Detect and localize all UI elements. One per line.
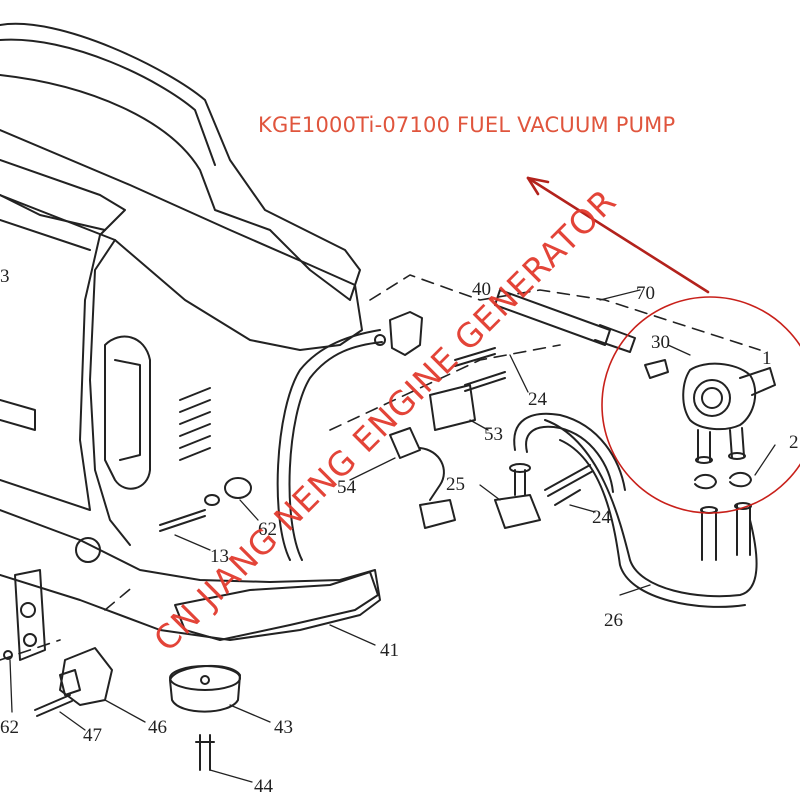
callout-24-upper: 24 (528, 389, 548, 410)
callout-30: 30 (651, 332, 670, 353)
callout-54: 54 (337, 477, 357, 498)
callout-47: 47 (83, 725, 102, 746)
part-26-hose (544, 419, 758, 598)
callout-1: 1 (762, 348, 772, 369)
housing (0, 129, 363, 351)
callout-26: 26 (604, 610, 623, 631)
callout-25: 25 (446, 474, 465, 495)
arrow-icon (526, 176, 710, 294)
callout-70: 70 (636, 283, 655, 304)
part-43-foot (169, 664, 241, 713)
callout-43: 43 (274, 717, 293, 738)
part-40-bracket (389, 311, 423, 356)
part-25-tee (494, 494, 541, 529)
callout-13: 13 (210, 546, 229, 567)
fuel-hose-left (276, 329, 381, 561)
part-62-bracket (14, 569, 46, 661)
part-70-tube (494, 289, 611, 346)
part-1-vacuum-pump (682, 362, 757, 431)
callout-46: 46 (148, 717, 167, 738)
callout-62-left: 62 (0, 717, 19, 738)
part-54-sensor (389, 427, 421, 459)
highlight-circle (601, 296, 800, 514)
diagram-title: KGE1000Ti-07100 FUEL VACUUM PUMP (258, 113, 676, 137)
callout-24-lower: 24 (592, 507, 612, 528)
callout-40: 40 (472, 279, 491, 300)
callout-62-cap: 62 (258, 519, 277, 540)
handle (0, 22, 361, 301)
callout-3: 3 (0, 266, 10, 287)
callout-41: 41 (380, 640, 399, 661)
part-53-plate (429, 384, 476, 431)
fuel-hose-middle (513, 412, 626, 491)
part-41-skirt (174, 571, 379, 641)
callout-2: 2 (789, 432, 799, 453)
callout-44: 44 (254, 776, 274, 797)
callout-53: 53 (484, 424, 503, 445)
